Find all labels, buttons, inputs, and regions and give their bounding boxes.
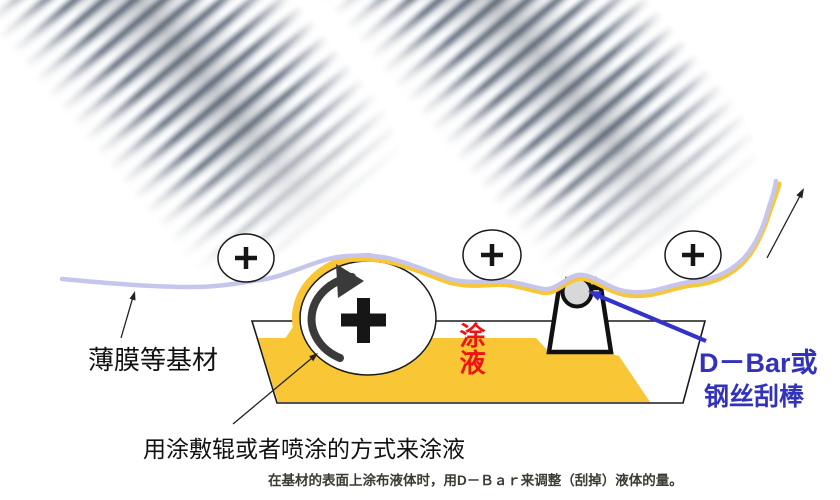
coating-liquid-label: 涂液 [456, 322, 485, 376]
guide-roller-1 [217, 233, 275, 283]
film-substrate-line [59, 178, 779, 295]
applicator-roller [284, 252, 437, 376]
plus-icon [341, 298, 386, 343]
dbar-alt-name-label: 钢丝刮棒 [704, 384, 805, 411]
plus-icon [682, 244, 704, 266]
dbar-name-label: D－Bar或 [699, 348, 818, 378]
guide-roller-2 [462, 229, 522, 281]
plus-icon [481, 244, 503, 266]
substrate-pointer-arrow [120, 291, 136, 339]
coating-layer-line [331, 181, 782, 299]
coating-method-label: 用涂敷辊或者喷涂的方式来涂液 [143, 437, 465, 462]
up-right-arrow-icon [766, 188, 804, 259]
method-pointer-arrow [232, 353, 318, 425]
figure-caption: 在基材的表面上涂布液体时，用D－Ｂａｒ来调整（刮掉）液体的量。 [268, 473, 683, 488]
dbar-pointer-arrow [588, 291, 707, 343]
clockwise-arrow-icon [307, 273, 356, 362]
substrate-label: 薄膜等基材 [88, 346, 219, 375]
guide-roller-3 [664, 230, 722, 280]
clockwise-arrow-head [336, 264, 364, 298]
plus-icon [235, 247, 257, 269]
